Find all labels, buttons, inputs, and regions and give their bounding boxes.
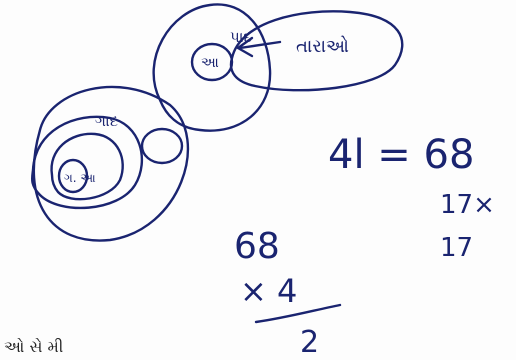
arrow-head (236, 36, 254, 58)
mult-top: 68 (234, 226, 280, 267)
middle-arrow-label: પાદ (230, 28, 252, 46)
mult-result: 2 (300, 325, 319, 360)
outer-left-label: ગાદ (95, 112, 118, 130)
outer-left-oval (32, 85, 189, 242)
mult-bottom: × 4 (240, 272, 297, 310)
equation: 4l = 68 (328, 132, 474, 178)
large-middle-oval (152, 3, 272, 132)
arrow-line (238, 40, 282, 50)
middle-left-oval (30, 115, 144, 210)
innermost-left-circle (57, 158, 89, 194)
note-line-2: 17 (440, 233, 473, 263)
inner-left-label: ગ. આ (64, 171, 96, 185)
note-line-1: 17× (440, 190, 495, 220)
printed-fragment: ઓ સે મી (4, 337, 63, 356)
right-oval (229, 10, 404, 92)
connector-circle (140, 127, 184, 165)
mult-rule (254, 303, 342, 324)
right-oval-label: તારાઓ (296, 36, 349, 57)
middle-circle-label: આ (201, 55, 219, 71)
inner-left-oval (50, 132, 124, 201)
printed-fragment-area: ઓ સે મી (4, 337, 63, 356)
